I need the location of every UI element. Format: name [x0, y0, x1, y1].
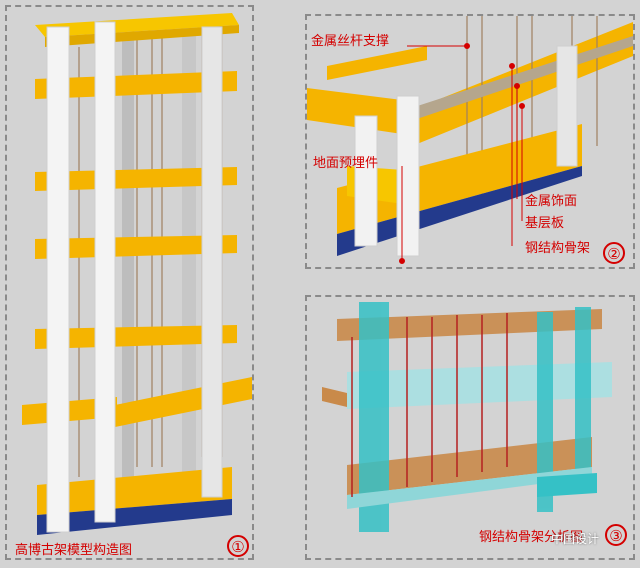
label-base-board: 基层板 — [525, 216, 565, 231]
panel1-number: ① — [227, 535, 249, 557]
label-steel-frame: 钢结构骨架 — [525, 241, 591, 256]
panel2-number: ② — [603, 242, 625, 264]
label-ground-embedded-part: 地面预埋件 — [313, 156, 379, 171]
panel-detail: 金属丝杆支撑 地面预埋件 金属饰面 基层板 钢结构骨架 ② — [305, 14, 635, 269]
label-metal-facing: 金属饰面 — [525, 194, 578, 209]
watermark-text: 中国设计 — [551, 532, 600, 546]
label-metal-rod-support: 金属丝杆支撑 — [311, 34, 390, 49]
detail-illustration — [307, 16, 633, 264]
panel3-number: ③ — [605, 524, 627, 546]
panel-steel-analysis: 钢结构骨架分析图 中国设计 ③ — [305, 295, 635, 560]
panel3-caption: 钢结构骨架分析图 — [479, 530, 584, 545]
panel1-caption: 高博古架模型构造图 — [15, 543, 133, 558]
steel-frame-illustration — [322, 302, 612, 532]
panel-model-structure: 高博古架模型构造图 ① — [5, 5, 254, 560]
shelf-model-illustration — [22, 13, 252, 535]
